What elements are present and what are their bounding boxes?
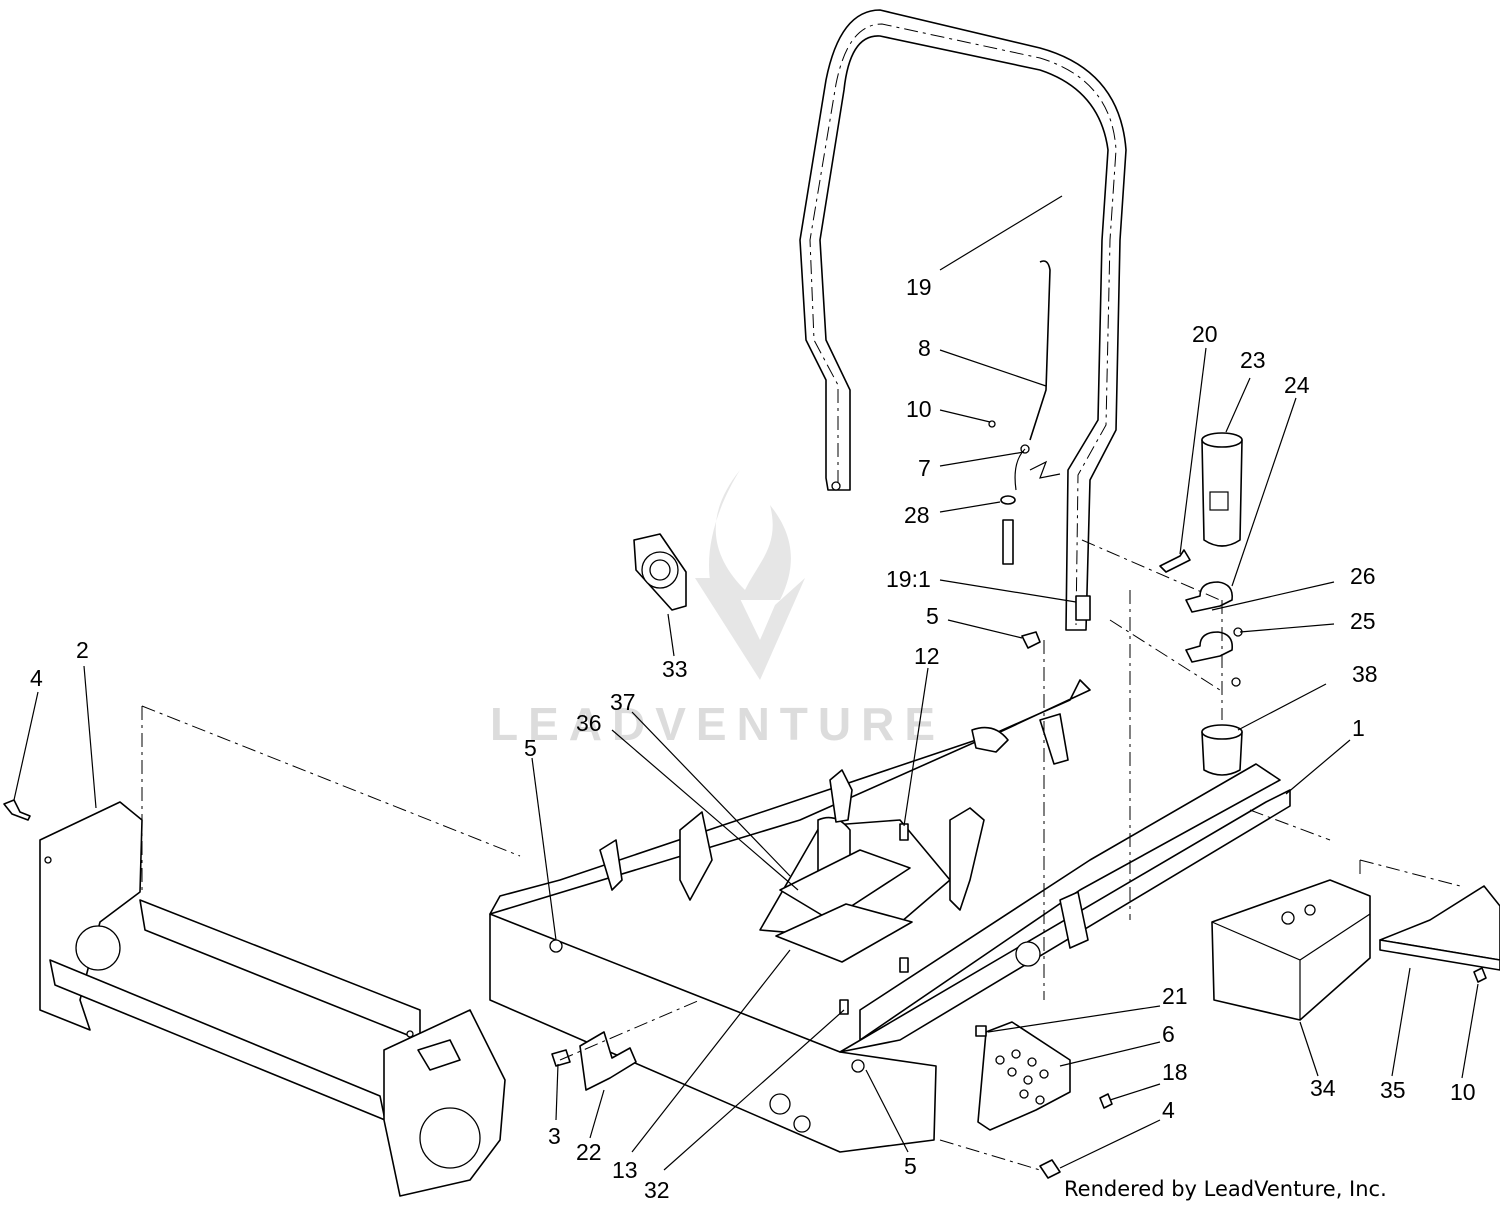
- callout-20: 20: [1192, 321, 1218, 347]
- callout-37: 37: [610, 689, 636, 715]
- watermark-text: LEADVENTURE: [490, 698, 945, 750]
- nut-5-top: [1021, 631, 1041, 649]
- flame-logo-icon: [709, 470, 791, 600]
- callout-38: 38: [1352, 661, 1378, 687]
- callout-labels: 19 8 10 7 28 20 23 24 26 25 19:1 5 12 33…: [30, 274, 1476, 1203]
- cup-38: [1201, 724, 1243, 776]
- roll-bar: [799, 9, 1127, 631]
- v-logo-icon: [695, 578, 805, 680]
- callout-4-left: 4: [30, 665, 43, 691]
- callout-21: 21: [1162, 983, 1188, 1009]
- callout-36: 36: [576, 710, 602, 736]
- callout-13: 13: [612, 1157, 638, 1183]
- leadventure-watermark: LEADVENTURE: [490, 470, 945, 750]
- callout-22: 22: [576, 1139, 602, 1165]
- stud-12: [899, 823, 909, 841]
- front-axle-assembly: [39, 801, 506, 1197]
- callout-19: 19: [906, 274, 932, 300]
- callout-7: 7: [918, 455, 931, 481]
- callout-24: 24: [1284, 372, 1310, 398]
- callout-3: 3: [548, 1123, 561, 1149]
- callout-6: 6: [1162, 1021, 1175, 1047]
- render-credit: Rendered by LeadVenture, Inc.: [1064, 1177, 1387, 1201]
- bolt-20: [1159, 549, 1191, 573]
- bolt-4-left: [3, 799, 31, 821]
- callout-5-top: 5: [926, 603, 939, 629]
- hitch-pin-assembly: [988, 260, 1051, 565]
- bracket-33: [633, 533, 687, 611]
- callout-28: 28: [904, 502, 930, 528]
- leader-lines: [13, 195, 1479, 1171]
- callout-4-right: 4: [1162, 1097, 1175, 1123]
- callout-1: 1: [1352, 715, 1365, 741]
- cup-brackets: [1185, 581, 1243, 687]
- callout-18: 18: [1162, 1059, 1188, 1085]
- main-frame: [489, 679, 1291, 1153]
- nut-3: [551, 1049, 571, 1067]
- battery-box: [1211, 879, 1371, 1021]
- callout-5-left: 5: [524, 735, 537, 761]
- callout-35: 35: [1380, 1077, 1406, 1103]
- step-plate: [977, 1021, 1071, 1131]
- cup-holder: [1201, 432, 1243, 547]
- callout-19-1: 19:1: [886, 566, 931, 592]
- callout-34: 34: [1310, 1075, 1336, 1101]
- callout-2: 2: [76, 637, 89, 663]
- callout-32: 32: [644, 1177, 670, 1203]
- battery-lid: [1379, 885, 1500, 971]
- hitch-bracket-22: [579, 1031, 637, 1091]
- assembly-lines: [141, 539, 1461, 1171]
- callout-33: 33: [662, 656, 688, 682]
- screw-10-right: [1473, 967, 1487, 983]
- bolt-4-right: [1039, 1159, 1061, 1179]
- callout-8: 8: [918, 335, 931, 361]
- roll-bar-decal: [1075, 595, 1091, 621]
- bolt-18: [1099, 1093, 1113, 1109]
- callout-25: 25: [1350, 608, 1376, 634]
- callout-26: 26: [1350, 563, 1376, 589]
- spacer-21: [975, 1025, 987, 1037]
- frame-decals: [775, 823, 913, 1015]
- callout-10-right: 10: [1450, 1079, 1476, 1105]
- callout-12: 12: [914, 643, 940, 669]
- callout-5-bottom: 5: [904, 1153, 917, 1179]
- callout-23: 23: [1240, 347, 1266, 373]
- callout-10: 10: [906, 396, 932, 422]
